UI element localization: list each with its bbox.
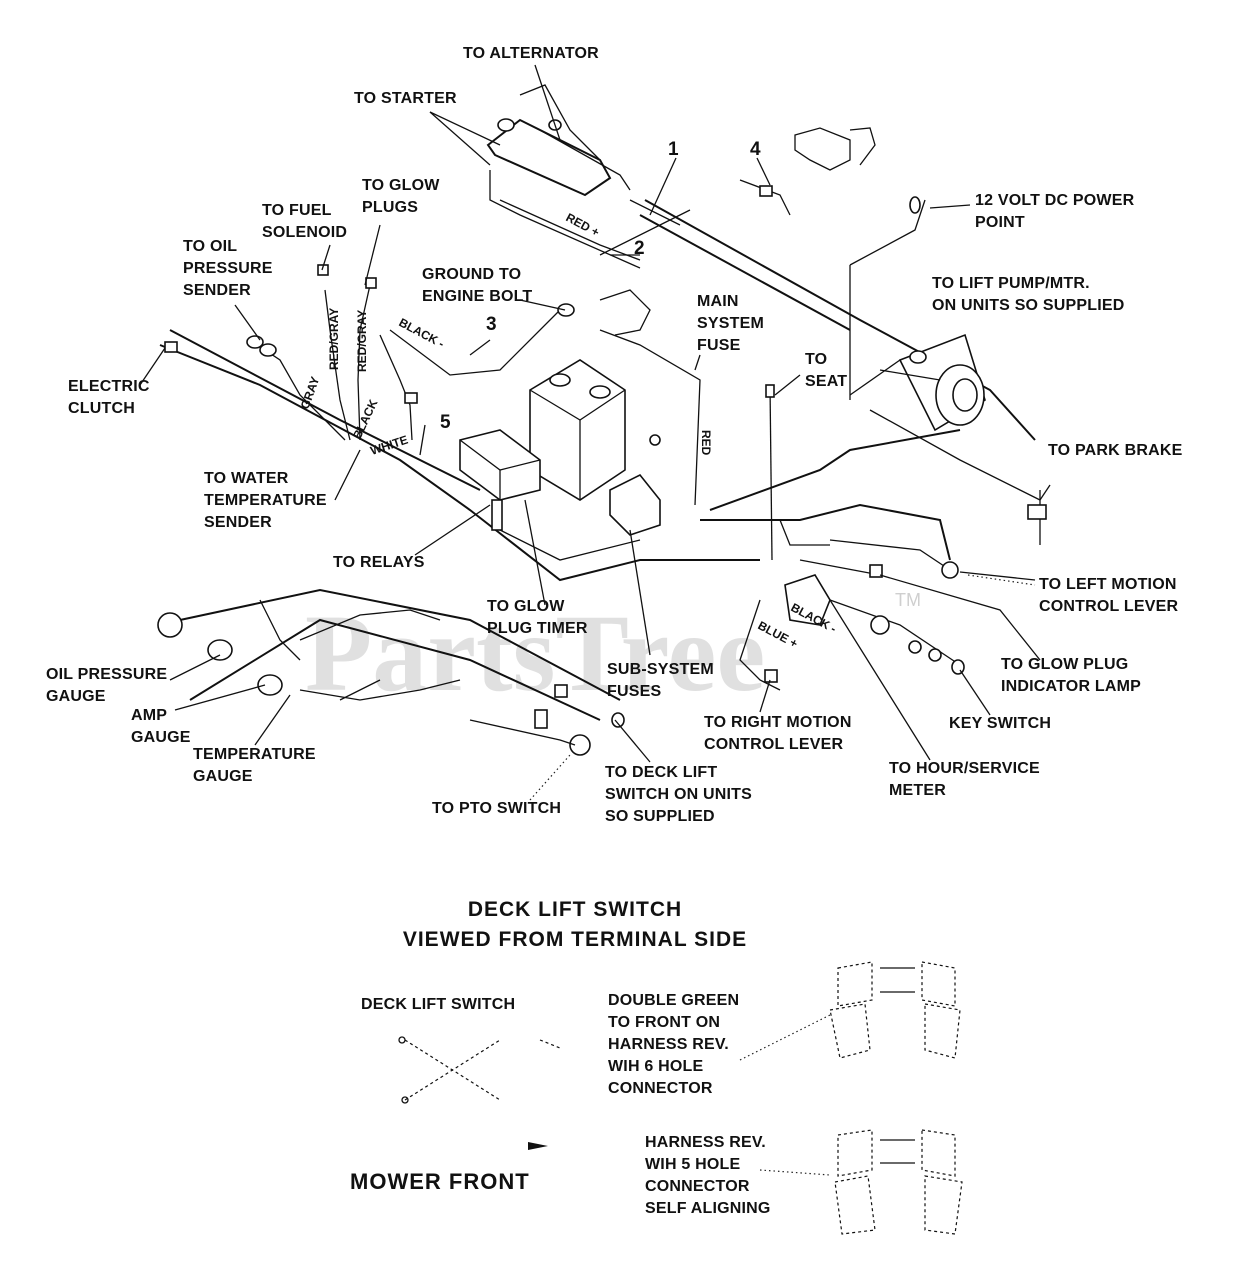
watermark-tm: TM <box>895 590 921 610</box>
five-hole-connector <box>834 1129 963 1235</box>
label-lift-pump-1: TO LIFT PUMP/MTR. <box>932 275 1090 292</box>
wire-label-black: BLACK <box>350 397 381 441</box>
label-electric-clutch-2: CLUTCH <box>68 400 135 417</box>
label-double-green-1: DOUBLE GREEN <box>608 992 739 1009</box>
label-to-glow-plugs-1: TO GLOW <box>362 177 440 194</box>
label-main-fuse-2: SYSTEM <box>697 315 764 332</box>
label-glow-timer-1: TO GLOW <box>487 598 565 615</box>
leader-lines <box>139 64 1051 801</box>
label-left-motion-2: CONTROL LEVER <box>1039 598 1178 615</box>
label-oil-gauge-2: GAUGE <box>46 688 106 705</box>
label-glow-timer-2: PLUG TIMER <box>487 620 588 637</box>
label-ground-2: ENGINE BOLT <box>422 288 532 305</box>
callout-4: 4 <box>750 139 761 160</box>
label-main-fuse-3: FUSE <box>697 337 741 354</box>
label-double-green-5: CONNECTOR <box>608 1080 713 1097</box>
label-right-motion-2: CONTROL LEVER <box>704 736 843 753</box>
detail-title-1: DECK LIFT SWITCH <box>468 898 682 921</box>
callout-2: 2 <box>634 238 645 259</box>
label-key-switch: KEY SWITCH <box>949 715 1051 732</box>
label-to-pto: TO PTO SWITCH <box>432 800 561 817</box>
label-deck-lift-2: SWITCH ON UNITS <box>605 786 752 803</box>
label-left-motion-1: TO LEFT MOTION <box>1039 576 1177 593</box>
label-hour-meter-1: TO HOUR/SERVICE <box>889 760 1040 777</box>
harness-drawing <box>157 84 1047 756</box>
label-harness5-2: WIH 5 HOLE <box>645 1156 740 1173</box>
callout-1: 1 <box>668 139 679 160</box>
label-double-green-2: TO FRONT ON <box>608 1014 720 1031</box>
label-to-oil-pressure-1: TO OIL <box>183 238 237 255</box>
label-glow-lamp-1: TO GLOW PLUG <box>1001 656 1128 673</box>
label-deck-lift-switch: DECK LIFT SWITCH <box>361 996 515 1013</box>
label-electric-clutch-1: ELECTRIC <box>68 378 150 395</box>
component-labels: TO ALTERNATOR TO STARTER TO GLOW PLUGS T… <box>46 45 1183 825</box>
label-temp-gauge-1: TEMPERATURE <box>193 746 316 763</box>
label-deck-lift-3: SO SUPPLIED <box>605 808 715 825</box>
callout-5: 5 <box>440 412 451 433</box>
label-lift-pump-2: ON UNITS SO SUPPLIED <box>932 297 1124 314</box>
label-right-motion-1: TO RIGHT MOTION <box>704 714 852 731</box>
label-power-point-1: 12 VOLT DC POWER <box>975 192 1135 209</box>
label-to-alternator: TO ALTERNATOR <box>463 45 599 62</box>
wire-label-black-minus: BLACK - <box>397 315 447 351</box>
label-glow-lamp-2: INDICATOR LAMP <box>1001 678 1141 695</box>
six-hole-connector <box>829 961 961 1059</box>
label-water-temp-2: TEMPERATURE <box>204 492 327 509</box>
label-temp-gauge-2: GAUGE <box>193 768 253 785</box>
label-to-glow-plugs-2: PLUGS <box>362 199 418 216</box>
label-oil-gauge-1: OIL PRESSURE <box>46 666 167 683</box>
label-to-park-brake: TO PARK BRAKE <box>1048 442 1183 459</box>
label-to-fuel-solenoid-2: SOLENOID <box>262 224 347 241</box>
label-sub-fuses-2: FUSES <box>607 683 661 700</box>
detail-title-2: VIEWED FROM TERMINAL SIDE <box>403 928 747 951</box>
label-water-temp-1: TO WATER <box>204 470 289 487</box>
label-to-starter: TO STARTER <box>354 90 457 107</box>
label-main-fuse-1: MAIN <box>697 293 739 310</box>
wire-label-red-gray-2: RED/GRAY <box>355 310 369 372</box>
label-water-temp-3: SENDER <box>204 514 272 531</box>
label-amp-gauge-2: GAUGE <box>131 729 191 746</box>
label-ground-1: GROUND TO <box>422 266 521 283</box>
label-double-green-3: HARNESS REV. <box>608 1036 729 1053</box>
callout-3: 3 <box>486 314 497 335</box>
deck-lift-switch-symbol <box>398 1036 561 1104</box>
label-power-point-2: POINT <box>975 214 1025 231</box>
wire-label-red: RED <box>699 430 713 456</box>
label-to-seat-1: TO <box>805 351 827 368</box>
label-sub-fuses-1: SUB-SYSTEM <box>607 661 714 678</box>
deck-lift-switch-detail: DECK LIFT SWITCH VIEWED FROM TERMINAL SI… <box>350 898 963 1235</box>
label-to-oil-pressure-2: PRESSURE <box>183 260 273 277</box>
label-amp-gauge-1: AMP <box>131 707 167 724</box>
label-deck-lift-1: TO DECK LIFT <box>605 764 717 781</box>
wire-label-gray: GRAY <box>298 375 323 411</box>
label-to-seat-2: SEAT <box>805 373 847 390</box>
label-double-green-4: WIH 6 HOLE <box>608 1058 703 1075</box>
wire-label-red-plus: RED + <box>564 210 602 239</box>
label-harness5-3: CONNECTOR <box>645 1178 750 1195</box>
label-hour-meter-2: METER <box>889 782 946 799</box>
label-to-oil-pressure-3: SENDER <box>183 282 251 299</box>
label-to-fuel-solenoid-1: TO FUEL <box>262 202 332 219</box>
label-mower-front: MOWER FRONT <box>350 1169 530 1194</box>
label-harness5-4: SELF ALIGNING <box>645 1200 771 1217</box>
label-to-relays: TO RELAYS <box>333 554 425 571</box>
label-harness5-1: HARNESS REV. <box>645 1134 766 1151</box>
wire-label-red-gray-1: RED/GRAY <box>327 308 341 370</box>
